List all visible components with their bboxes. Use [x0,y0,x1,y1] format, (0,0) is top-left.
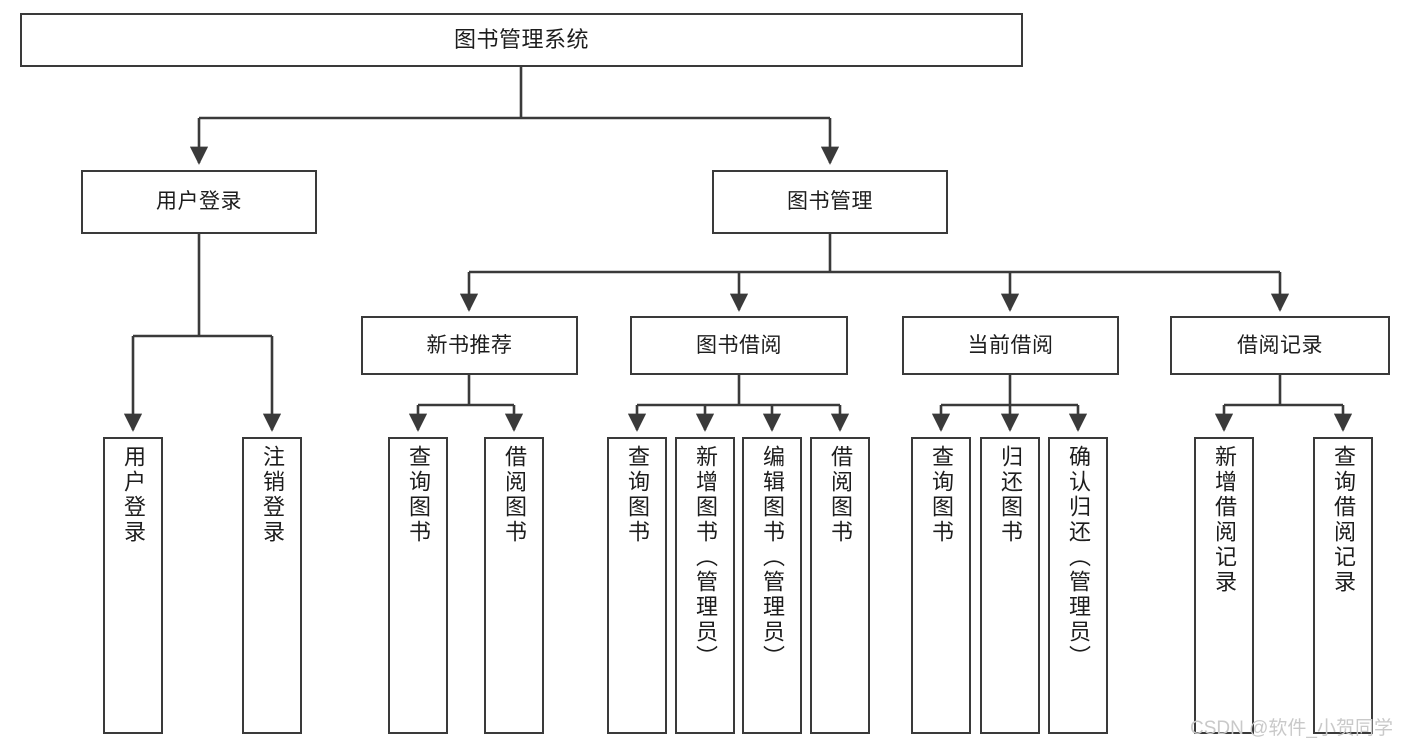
node-label: 新增图书（管理员） [693,445,718,670]
node-label: 当前借阅 [967,333,1054,357]
node-label: 借阅图书 [828,445,853,545]
csdn-watermark: CSDN @软件_小贺同学 [1190,718,1393,739]
node-label: 图书管理系统 [453,26,589,52]
node-new-book-recommend[interactable]: 新书推荐 [361,316,578,375]
node-label: 借阅图书 [502,445,527,545]
node-root-system[interactable]: 图书管理系统 [20,13,1023,67]
leaf-add-borrow-record[interactable]: 新增借阅记录 [1194,437,1254,734]
leaf-query-book-recommend[interactable]: 查询图书 [388,437,448,734]
node-borrow-record[interactable]: 借阅记录 [1170,316,1390,375]
leaf-edit-book-admin[interactable]: 编辑图书（管理员） [742,437,802,734]
node-label: 新增借阅记录 [1212,445,1237,595]
node-label: 查询借阅记录 [1331,445,1356,595]
node-label: 查询图书 [929,445,954,545]
leaf-add-book-admin[interactable]: 新增图书（管理员） [675,437,735,734]
node-label: 注销登录 [260,445,285,545]
node-label: 用户登录 [121,445,146,545]
leaf-borrow-book-recommend[interactable]: 借阅图书 [484,437,544,734]
leaf-query-borrow-record[interactable]: 查询借阅记录 [1313,437,1373,734]
node-label: 查询图书 [625,445,650,545]
leaf-confirm-return-admin[interactable]: 确认归还（管理员） [1048,437,1108,734]
node-label: 确认归还（管理员） [1066,445,1091,670]
node-label: 编辑图书（管理员） [760,445,785,670]
node-label: 借阅记录 [1237,333,1323,357]
leaf-return-book[interactable]: 归还图书 [980,437,1040,734]
leaf-logout-login[interactable]: 注销登录 [242,437,302,734]
node-label: 图书管理 [787,190,873,214]
node-label: 查询图书 [406,445,431,545]
node-current-borrow[interactable]: 当前借阅 [902,316,1119,375]
node-book-management[interactable]: 图书管理 [712,170,948,234]
leaf-query-book-borrow[interactable]: 查询图书 [607,437,667,734]
node-user-login[interactable]: 用户登录 [81,170,317,234]
leaf-user-login[interactable]: 用户登录 [103,437,163,734]
node-label: 用户登录 [156,190,242,214]
node-label: 新书推荐 [426,333,513,357]
leaf-borrow-book[interactable]: 借阅图书 [810,437,870,734]
node-label: 图书借阅 [696,333,782,357]
node-book-borrow[interactable]: 图书借阅 [630,316,848,375]
node-label: 归还图书 [998,445,1023,545]
leaf-query-book-current[interactable]: 查询图书 [911,437,971,734]
